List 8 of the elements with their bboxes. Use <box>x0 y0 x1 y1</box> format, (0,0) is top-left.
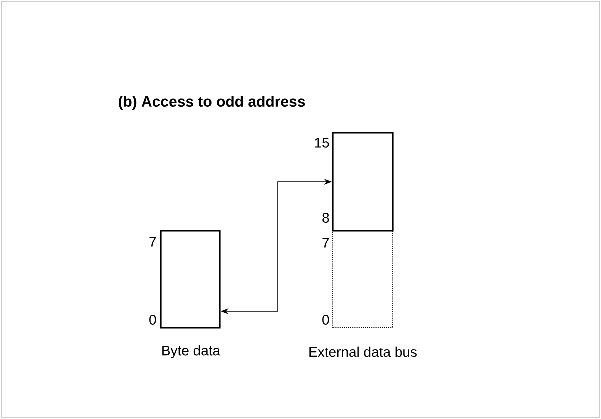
box-caption: External data bus <box>310 346 417 358</box>
bit-number: 7 <box>322 238 330 248</box>
title: (b) Access to odd address <box>118 96 306 110</box>
register-box <box>332 132 394 232</box>
register-box <box>332 230 394 328</box>
box-caption: Byte data <box>162 345 221 358</box>
register-box <box>160 230 221 329</box>
bit-number: 8 <box>322 213 330 223</box>
